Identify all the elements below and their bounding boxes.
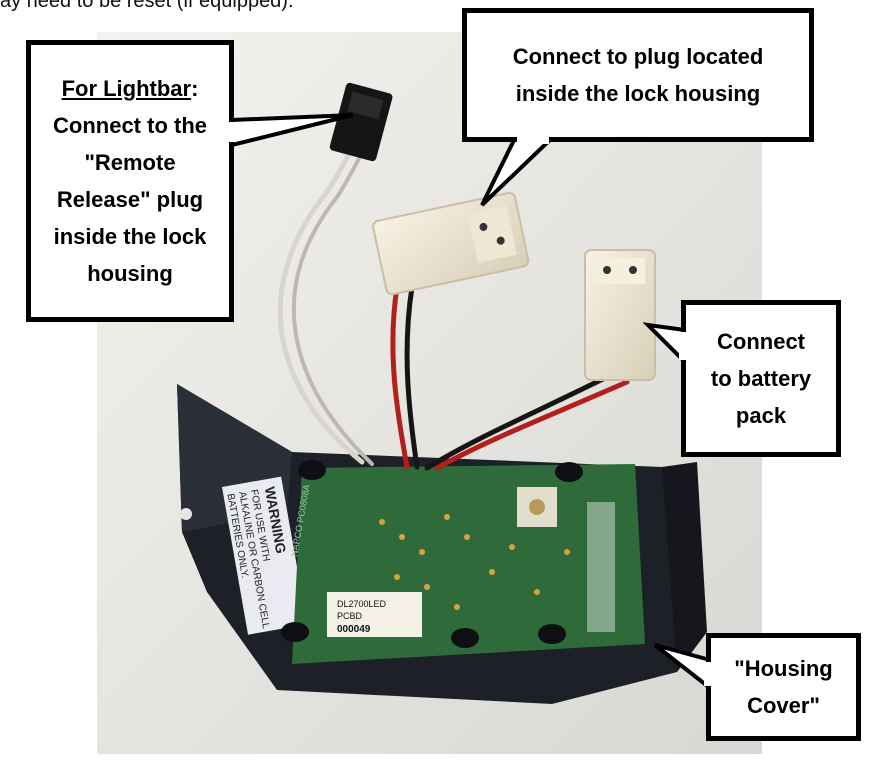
pcb-window (587, 502, 615, 632)
svg-text:PCBD: PCBD (337, 611, 363, 621)
housing-side (662, 462, 707, 672)
svg-text:DL2700LED: DL2700LED (337, 599, 387, 609)
svg-text:000049: 000049 (337, 624, 371, 635)
wires (277, 124, 630, 471)
intro-text: ay need to be reset (if equipped). (0, 0, 294, 12)
pcb-sticker (327, 592, 422, 637)
mounting-posts (281, 460, 583, 648)
pcb-pads (379, 514, 570, 610)
battery-connector (584, 249, 656, 381)
lock-plug-connector (372, 191, 530, 296)
product-photo: WARNING FOR USE WITH ALKALINE OR CARBON … (97, 32, 762, 754)
housing-hole (180, 508, 192, 520)
